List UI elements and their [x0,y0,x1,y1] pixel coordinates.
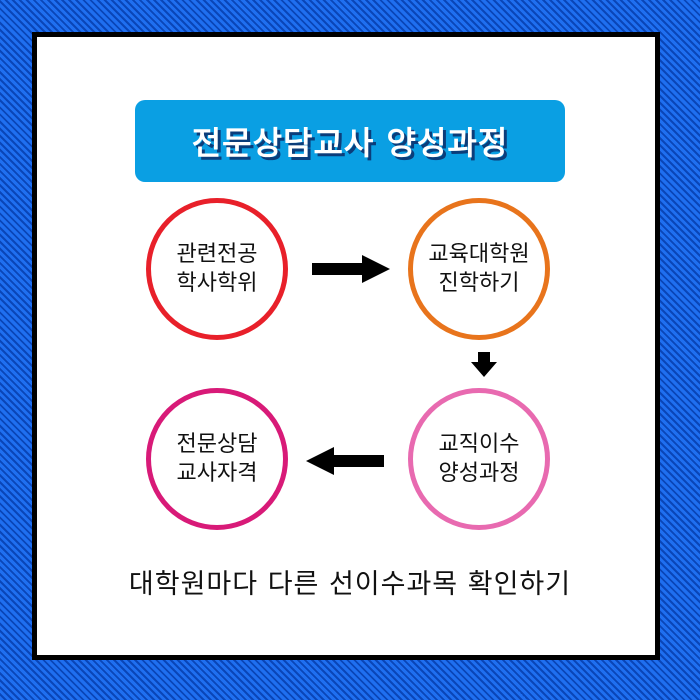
step-1-line-2: 학사학위 [176,271,258,296]
step-2-circle: 교육대학원 진학하기 [408,198,550,340]
step-4-line-2: 교사자격 [176,461,258,486]
page-title: 전문상담교사 양성과정 [191,124,509,162]
arrow-down-icon [471,352,497,377]
step-3-line-2: 양성과정 [438,461,520,486]
step-3-circle: 교직이수 양성과정 [408,388,550,530]
step-3-line-1: 교직이수 [438,432,520,457]
title-banner: 전문상담교사 양성과정 [135,100,565,182]
step-2-line-1: 교육대학원 [428,242,530,267]
step-2-line-2: 진학하기 [438,271,520,296]
arrow-left-icon [306,447,384,475]
arrow-right-icon [312,255,390,283]
step-1-circle: 관련전공 학사학위 [146,198,288,340]
footer-note: 대학원마다 다른 선이수과목 확인하기 [128,569,572,600]
step-1-line-1: 관련전공 [176,242,258,267]
step-4-line-1: 전문상담 [176,432,258,457]
step-4-circle: 전문상담 교사자격 [146,388,288,530]
